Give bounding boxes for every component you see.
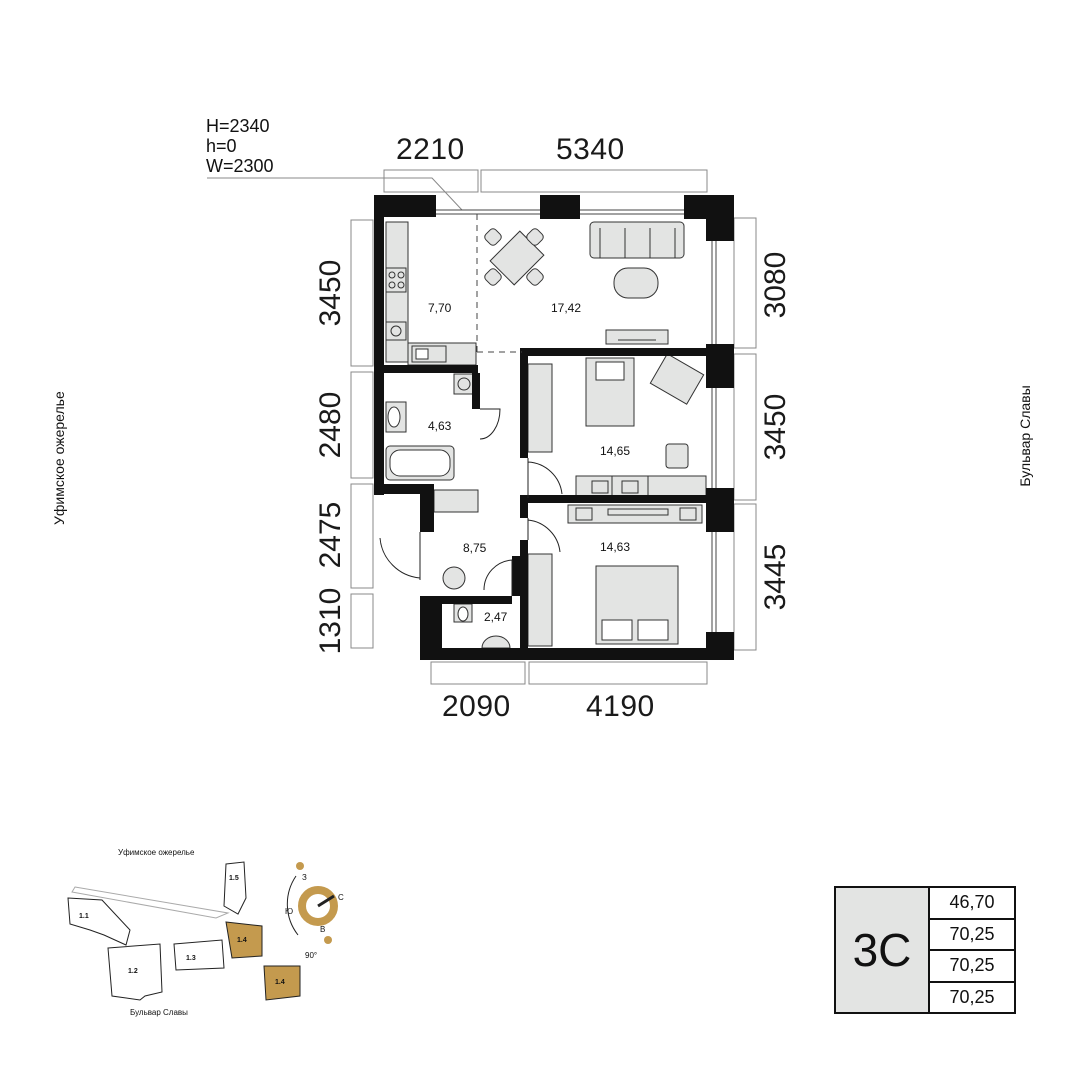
dim-top-left: 2210 xyxy=(396,133,465,166)
apartment-type-table: 3С 46,70 70,25 70,25 70,25 xyxy=(834,886,1016,1014)
area-bedroom2: 14,63 xyxy=(600,540,630,554)
street-right: Бульвар Славы xyxy=(1017,385,1033,487)
area-bedroom1: 14,65 xyxy=(600,444,630,458)
window-spec: H=2340 h=0 W=2300 xyxy=(206,116,274,176)
area-bathroom: 4,63 xyxy=(428,419,452,433)
dim-bottom-left: 2090 xyxy=(442,690,511,723)
dimension-lines xyxy=(207,169,757,685)
dim-left-3: 2475 xyxy=(314,501,347,569)
compass-s: В xyxy=(320,925,325,934)
dim-left-1: 3450 xyxy=(314,259,347,327)
minimap-street-top: Уфимское ожерелье xyxy=(118,848,195,857)
compass-angle: 90° xyxy=(305,951,317,960)
windows xyxy=(436,209,717,632)
street-left: Уфимское ожерелье xyxy=(51,391,67,525)
dim-left-2: 2480 xyxy=(314,391,347,459)
dim-bottom-right: 4190 xyxy=(586,690,655,723)
section-1-2: 1.2 xyxy=(128,968,138,975)
compass-e: С xyxy=(338,893,344,902)
walls xyxy=(374,195,734,660)
compass-w: Ю xyxy=(285,907,293,916)
apartment-type: 3С xyxy=(836,888,930,1012)
section-1-4: 1.4 xyxy=(237,937,247,944)
dim-right-3: 3445 xyxy=(759,543,792,611)
minimap-street-bottom: Бульвар Славы xyxy=(130,1008,188,1017)
area-total-3: 70,25 xyxy=(949,986,995,1007)
compass-n: З xyxy=(302,873,307,882)
section-1-1: 1.1 xyxy=(79,913,89,920)
spec-height: H=2340 xyxy=(206,116,270,136)
section-1-5: 1.5 xyxy=(229,875,239,882)
area-hall: 8,75 xyxy=(463,541,487,555)
section-1-4-alt: 1.4 xyxy=(275,979,285,986)
dim-right-1: 3080 xyxy=(759,251,792,319)
doors xyxy=(379,408,563,596)
compass-icon: З С В Ю 90° xyxy=(285,862,344,960)
area-kitchen: 7,70 xyxy=(428,301,452,315)
apartment-areas: 46,70 70,25 70,25 70,25 xyxy=(930,888,1014,1012)
spec-sill: h=0 xyxy=(206,136,237,156)
spec-width: W=2300 xyxy=(206,156,274,176)
area-wc: 2,47 xyxy=(484,610,508,624)
area-living-total: 46,70 xyxy=(930,888,1014,920)
dim-right-2: 3450 xyxy=(759,393,792,461)
area-total-1: 70,25 xyxy=(930,920,1014,951)
dim-top-right: 5340 xyxy=(556,133,625,166)
minimap: Уфимское ожерелье Бульвар Славы 1.1 1.2 … xyxy=(67,848,344,1017)
area-living: 17,42 xyxy=(551,301,581,315)
furniture xyxy=(385,221,707,649)
dim-left-4: 1310 xyxy=(314,587,347,655)
section-1-3: 1.3 xyxy=(186,955,196,962)
area-total-2: 70,25 xyxy=(930,951,1014,983)
